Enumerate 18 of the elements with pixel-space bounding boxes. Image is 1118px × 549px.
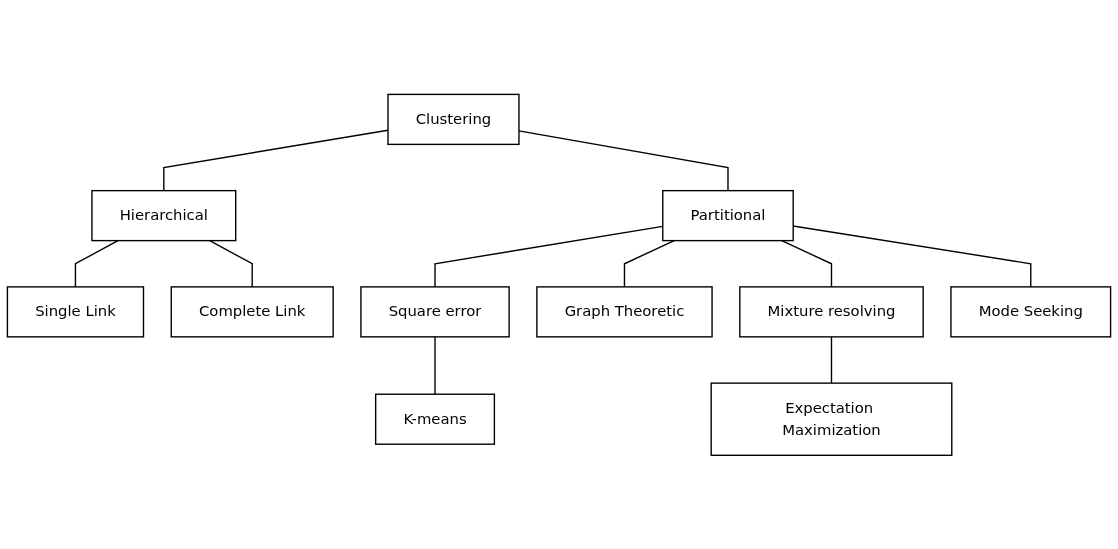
node-box: Complete Link xyxy=(170,285,334,338)
connector xyxy=(434,335,436,395)
node-box: Mixture resolving xyxy=(739,285,924,338)
node-box: Square error xyxy=(360,285,510,338)
connector xyxy=(209,239,253,288)
connector xyxy=(830,335,833,384)
node-box: K-means xyxy=(374,393,496,445)
node-box: Graph Theoretic xyxy=(536,285,713,338)
node-box: Mode Seeking xyxy=(950,285,1112,338)
node-box: Expectation Maximization xyxy=(710,382,953,456)
connector xyxy=(518,129,729,191)
connector xyxy=(74,239,119,288)
node-box: Clustering xyxy=(387,93,520,145)
node-box: Hierarchical xyxy=(91,189,237,241)
node-box: Partitional xyxy=(662,189,794,241)
node-box: Single Link xyxy=(6,285,145,338)
connector xyxy=(781,239,833,288)
connector xyxy=(623,239,675,288)
